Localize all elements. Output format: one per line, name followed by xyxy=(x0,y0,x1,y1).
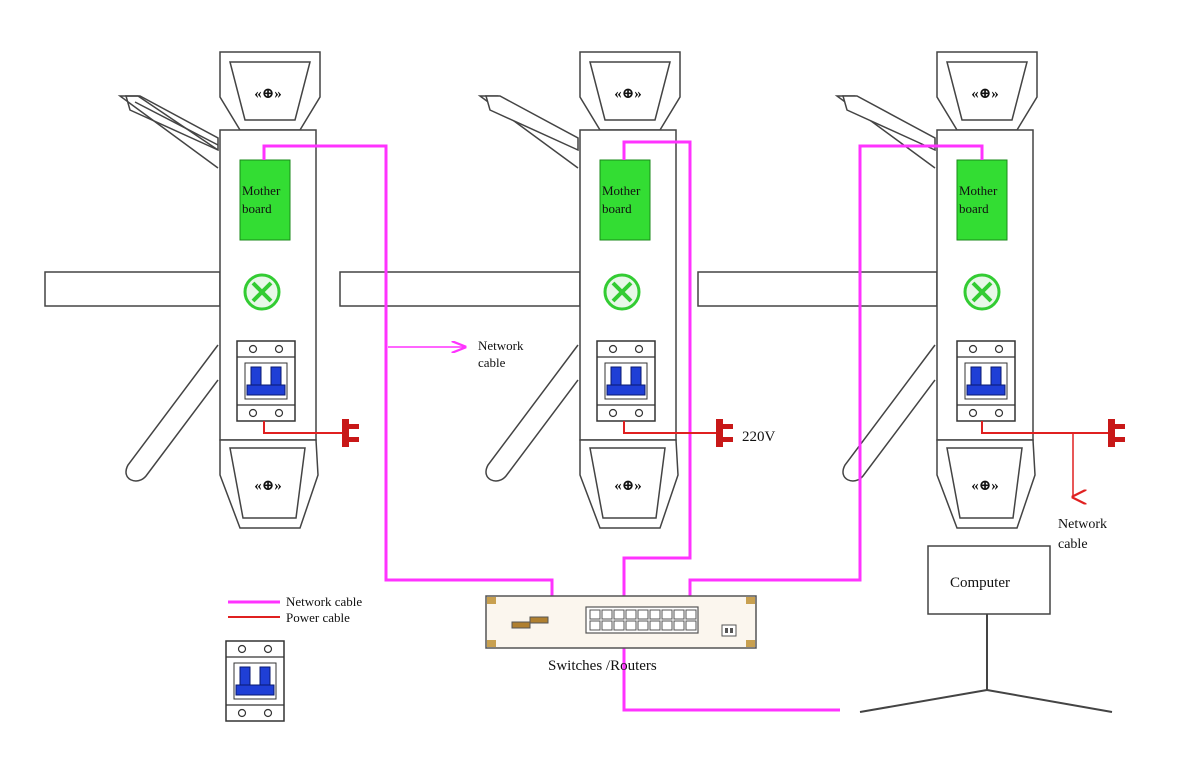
computer xyxy=(859,545,1113,713)
status-indicator xyxy=(243,273,281,311)
motherboard-label-line1: Mother xyxy=(959,183,998,198)
power-cable-3 xyxy=(981,421,1108,434)
direction-sign-top: «⊕» xyxy=(254,86,282,102)
plug-icon xyxy=(342,419,359,447)
motherboard-label-line2: board xyxy=(242,201,272,216)
voltage-label: 220V xyxy=(742,429,776,445)
direction-sign-bottom: «⊕» xyxy=(614,478,642,494)
network-cable-annotation-right-line2: cable xyxy=(1058,537,1088,552)
circuit-breaker xyxy=(596,340,656,422)
network-cable-annotation-line1: Network xyxy=(478,338,524,353)
computer-label: Computer xyxy=(950,575,1010,591)
legend-power-label: Power cable xyxy=(286,610,350,625)
network-cable-annotation-line2: cable xyxy=(478,355,506,370)
turnstile-2: «⊕» «⊕» Mother board xyxy=(339,51,681,529)
motherboard xyxy=(599,159,651,241)
status-indicator xyxy=(963,273,1001,311)
power-cable-2 xyxy=(623,421,716,434)
legend-breaker-icon xyxy=(225,640,285,722)
plug-icon xyxy=(716,419,733,447)
network-cable-3 xyxy=(688,144,984,598)
network-cable-2 xyxy=(622,140,692,598)
network-cable-1 xyxy=(262,144,554,598)
direction-sign-top: «⊕» xyxy=(614,86,642,102)
motherboard-label-line2: board xyxy=(959,201,989,216)
switch-ports xyxy=(585,606,699,634)
network-cables xyxy=(262,140,984,712)
direction-sign-top: «⊕» xyxy=(971,86,999,102)
legend: Network cable Power cable xyxy=(225,594,362,722)
direction-sign-bottom: «⊕» xyxy=(254,478,282,494)
turnstile-arm xyxy=(697,95,938,482)
plug-icon xyxy=(1108,419,1125,447)
motherboard-label-line1: Mother xyxy=(242,183,281,198)
turnstile-1: «⊕» «⊕» Mother board xyxy=(44,51,321,529)
circuit-breaker xyxy=(236,340,296,422)
turnstile-arm xyxy=(44,95,221,482)
legend-network-label: Network cable xyxy=(286,594,362,609)
motherboard xyxy=(239,159,291,241)
turnstile-arm xyxy=(339,95,581,482)
status-indicator xyxy=(603,273,641,311)
network-cable-computer xyxy=(622,648,840,712)
motherboard-label-line1: Mother xyxy=(602,183,641,198)
switch-router xyxy=(485,595,757,649)
motherboard-label-line2: board xyxy=(602,201,632,216)
network-cable-annotation-right-line1: Network xyxy=(1058,517,1107,532)
direction-sign-bottom: «⊕» xyxy=(971,478,999,494)
power-cable-1 xyxy=(263,421,342,434)
turnstile-3: «⊕» «⊕» Mother board xyxy=(697,51,1038,529)
circuit-breaker xyxy=(956,340,1016,422)
motherboard xyxy=(956,159,1008,241)
power-cables xyxy=(263,421,1108,434)
switch-label: Switches /Routers xyxy=(548,658,657,674)
